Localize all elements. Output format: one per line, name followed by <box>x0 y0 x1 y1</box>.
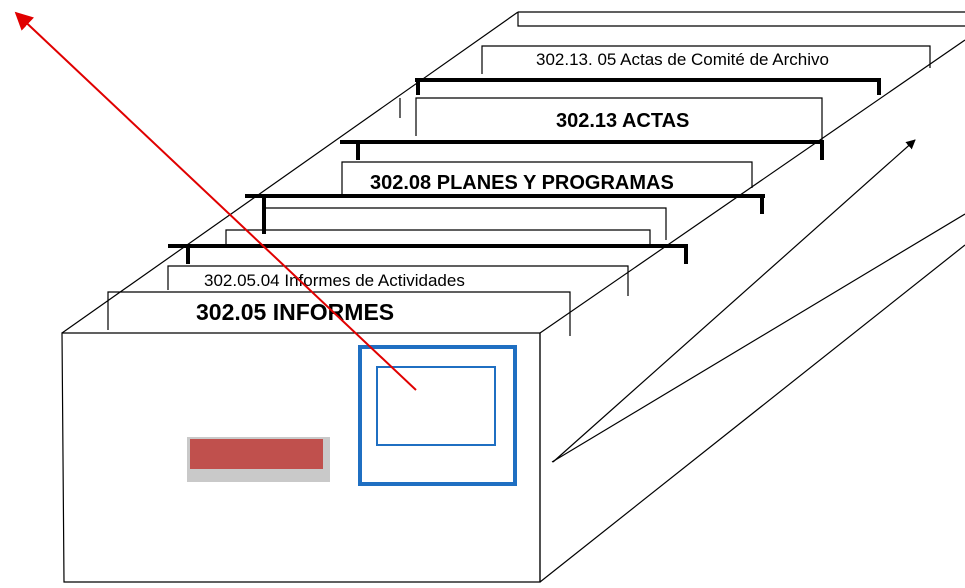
box-side-bottom-edge <box>540 245 965 582</box>
tab-informes-label: 302.05 INFORMES <box>196 299 394 325</box>
tab-blank-outline <box>264 208 666 240</box>
tab-actas-label: 302.13 ACTAS <box>556 110 689 132</box>
label-holder <box>360 347 515 484</box>
drawer-handle-bar <box>190 439 323 469</box>
guide-bar-4 <box>168 244 688 264</box>
drawer-handle <box>187 437 330 482</box>
folder-tab-blank <box>226 208 666 246</box>
folder-tab-planes: 302.08 PLANES Y PROGRAMAS <box>342 162 752 194</box>
tab-planes-label: 302.08 PLANES Y PROGRAMAS <box>370 172 674 194</box>
guide-bar-3 <box>245 194 765 234</box>
label-card <box>377 367 495 445</box>
tab-backmost-outline <box>518 12 965 26</box>
guide-bar-2 <box>340 140 824 160</box>
folder-tab-informes: 302.05 INFORMES <box>108 292 570 336</box>
tab-actas-comite-label: 302.13. 05 Actas de Comité de Archivo <box>536 50 829 69</box>
tab-blank-2-outline <box>226 230 650 246</box>
tab-informes-actividades-label: 302.05.04 Informes de Actividades <box>204 271 465 290</box>
folder-tab-actas: 302.13 ACTAS <box>416 98 822 140</box>
folder-tab-actas-comite: 302.13. 05 Actas de Comité de Archivo <box>482 12 965 74</box>
box-inner-side-line <box>552 214 965 462</box>
